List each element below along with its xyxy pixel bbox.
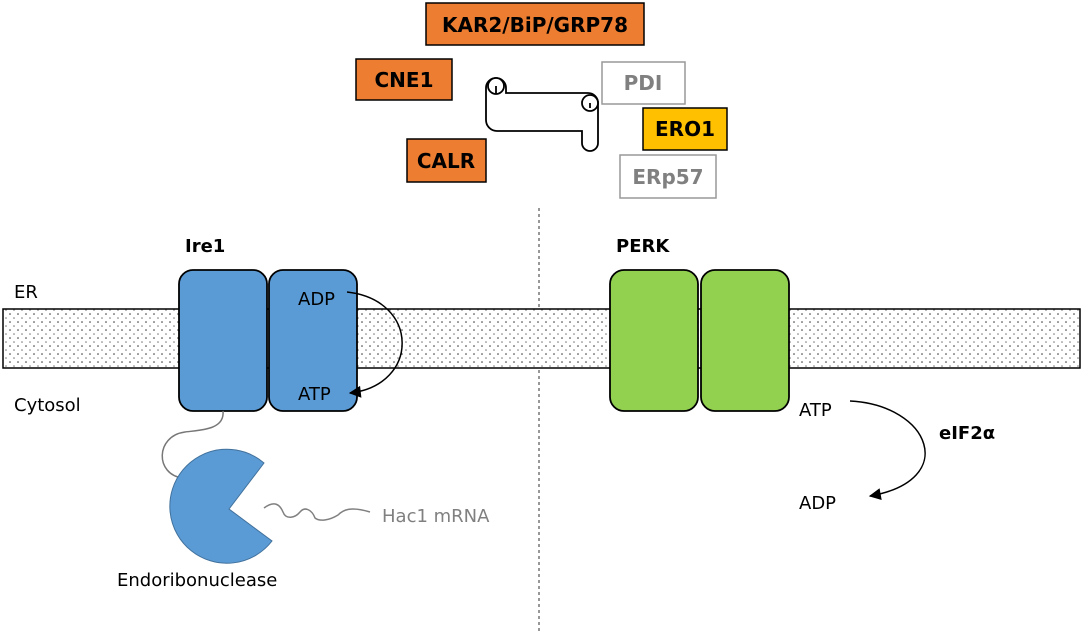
perk-adp-label: ADP	[799, 493, 836, 514]
chaperone-label: KAR2/BiP/GRP78	[442, 13, 628, 37]
chaperone-label: PDI	[624, 71, 663, 95]
chaperone-label: ERp57	[632, 165, 703, 189]
chaperone-pdi: PDI	[601, 61, 686, 105]
chaperone-erp57: ERp57	[619, 154, 717, 199]
hac1-mrna-label: Hac1 mRNA	[382, 506, 490, 527]
perk-title: PERK	[616, 236, 670, 257]
chaperone-calr: CALR	[406, 138, 487, 183]
ire1-atp-label: ATP	[298, 384, 331, 405]
scroll-icon	[485, 77, 599, 152]
endoribonuclease-label: Endoribonuclease	[117, 570, 277, 591]
ire1-title: Ire1	[185, 236, 225, 257]
chaperone-cne1: CNE1	[355, 58, 453, 101]
eif2a-label: eIF2α	[939, 423, 995, 444]
cytosol-label: Cytosol	[14, 395, 81, 416]
perk-atp-label: ATP	[799, 400, 832, 421]
chaperone-label: CNE1	[375, 68, 434, 92]
er-membrane	[2, 308, 1081, 369]
er-label: ER	[14, 282, 38, 303]
chaperone-kar2-bip-grp78: KAR2/BiP/GRP78	[425, 2, 645, 46]
perk-receptor	[609, 269, 790, 412]
chaperone-label: ERO1	[655, 117, 715, 141]
chaperone-ero1: ERO1	[642, 107, 728, 151]
mrna-squiggle	[263, 503, 371, 521]
endoribonuclease-icon	[169, 448, 273, 564]
chaperone-label: CALR	[417, 149, 475, 173]
nuclease-linker	[161, 410, 224, 479]
perk-phosphorylation-arrow	[849, 400, 926, 501]
ire1-phosphorylation-arrow	[346, 291, 403, 398]
ire1-adp-label: ADP	[298, 289, 335, 310]
ire1-receptor	[178, 269, 358, 412]
